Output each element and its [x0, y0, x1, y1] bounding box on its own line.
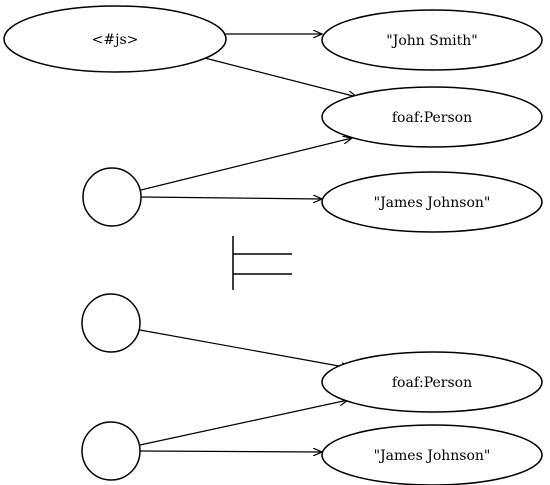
- models-symbol: [232, 236, 292, 290]
- node-james-literal-bottom-label: "James Johnson": [374, 448, 491, 464]
- node-blank: [82, 167, 142, 227]
- edge-blank-b-to-type: [139, 400, 348, 446]
- node-james-literal-label: "James Johnson": [374, 195, 491, 211]
- node-js-label: <#js>: [92, 32, 139, 48]
- edge-blank-a-to-type: [139, 329, 350, 368]
- node-foaf-person-bottom: foaf:Person: [321, 351, 543, 413]
- node-foaf-person: foaf:Person: [321, 86, 543, 148]
- edge-blank-to-literal: [140, 197, 322, 199]
- node-foaf-person-bottom-label: foaf:Person: [392, 375, 472, 391]
- node-james-literal: "James Johnson": [321, 171, 543, 233]
- node-name-literal: "John Smith": [321, 9, 543, 71]
- node-foaf-person-label: foaf:Person: [392, 110, 472, 126]
- bottom-graph: foaf:Person "James Johnson": [81, 293, 543, 485]
- edge-blank-b-to-literal: [139, 451, 322, 452]
- node-js: <#js>: [3, 5, 227, 73]
- edge-blank-to-type: [140, 138, 352, 191]
- node-blank-a: [81, 293, 141, 353]
- node-james-literal-bottom: "James Johnson": [321, 424, 543, 485]
- node-name-literal-label: "John Smith": [386, 33, 477, 49]
- node-blank-b: [81, 421, 141, 481]
- edge-js-to-type: [192, 54, 357, 97]
- top-graph: <#js> "John Smith" foaf:Person "James Jo…: [3, 5, 543, 233]
